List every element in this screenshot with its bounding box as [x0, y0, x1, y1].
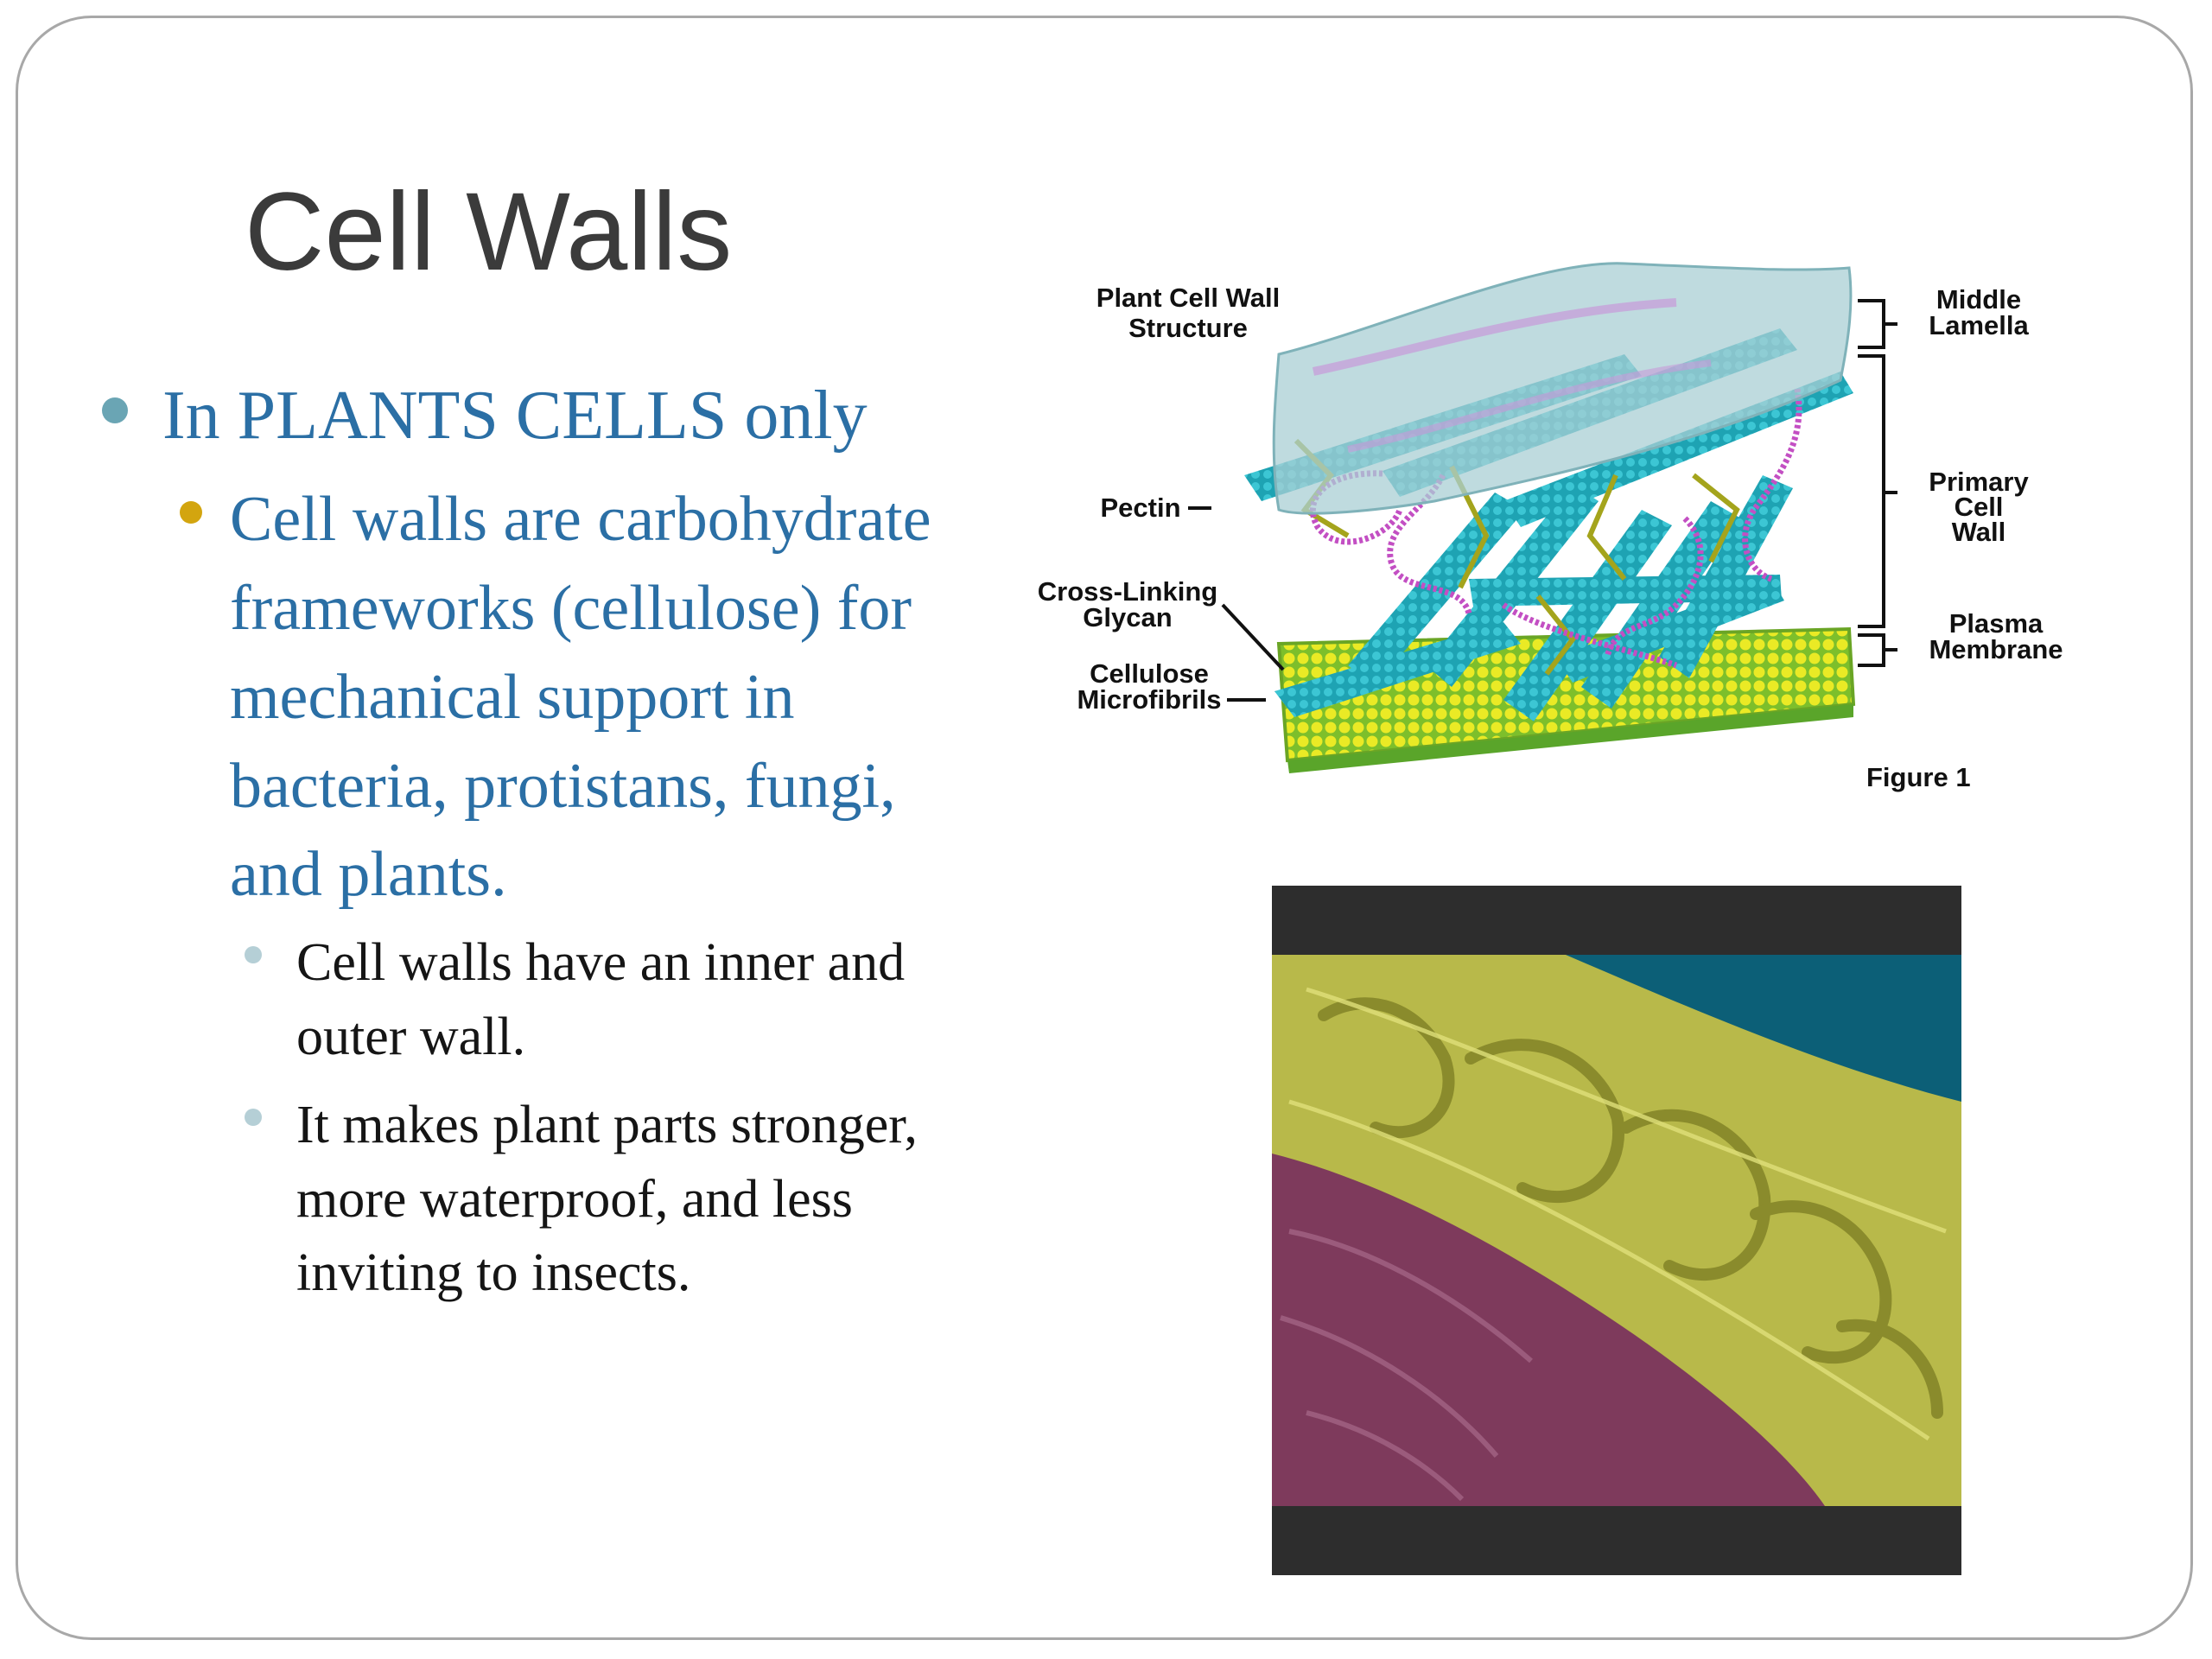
- label-pectin: Pectin: [1100, 493, 1180, 523]
- bracket-lines: [1858, 299, 1897, 667]
- bullet-text: Cell walls have an inner and outer wall.: [296, 933, 906, 1066]
- label-cross-linking-line2: Glycan: [1083, 602, 1172, 632]
- label-plasma-membrane-line2: Membrane: [1929, 634, 2063, 664]
- label-primary-wall-line2: Cell: [1955, 492, 2004, 522]
- pectin-shape: [1310, 388, 1802, 669]
- label-plasma-membrane-line1: Plasma: [1949, 608, 2044, 639]
- bullet-dot: [245, 1109, 262, 1126]
- bullet-text: In PLANTS CELLS only: [162, 378, 868, 454]
- bullet-level-1: In PLANTS CELLS only: [102, 372, 966, 460]
- label-primary-wall-line3: Wall: [1952, 517, 2006, 547]
- bullet-level-2: Cell walls are carbohydrate frameworks (…: [180, 475, 975, 919]
- label-primary-wall-line1: Primary: [1929, 467, 2029, 497]
- bullet-level-3: It makes plant parts stronger, more wate…: [245, 1089, 970, 1311]
- middle-lamella-shape: [1272, 262, 1853, 515]
- bullet-dot: [180, 501, 202, 524]
- label-cellulose-line2: Microfibrils: [1077, 684, 1221, 715]
- bullet-level-3: Cell walls have an inner and outer wall.: [245, 926, 970, 1074]
- cell-wall-micrograph: [1272, 886, 1961, 1575]
- diagram-title-line2: Structure: [1128, 313, 1248, 343]
- leader-lines: [1188, 506, 1285, 702]
- label-middle-lamella-line1: Middle: [1936, 284, 2021, 315]
- bullet-dot: [245, 946, 262, 963]
- label-middle-lamella-line2: Lamella: [1929, 310, 2029, 340]
- bullet-text: It makes plant parts stronger, more wate…: [296, 1096, 918, 1303]
- label-cellulose-line1: Cellulose: [1090, 658, 1209, 689]
- cell-wall-diagram: Plant Cell Wall Structure Pectin Cross-L…: [1020, 251, 2082, 838]
- figure-label: Figure 1: [1866, 762, 1971, 792]
- slide-title: Cell Walls: [245, 170, 733, 294]
- bullet-dot: [102, 397, 128, 423]
- diagram-title-line1: Plant Cell Wall: [1096, 283, 1280, 313]
- label-cross-linking-line1: Cross-Linking: [1038, 576, 1217, 607]
- bullet-text: Cell walls are carbohydrate frameworks (…: [230, 484, 931, 911]
